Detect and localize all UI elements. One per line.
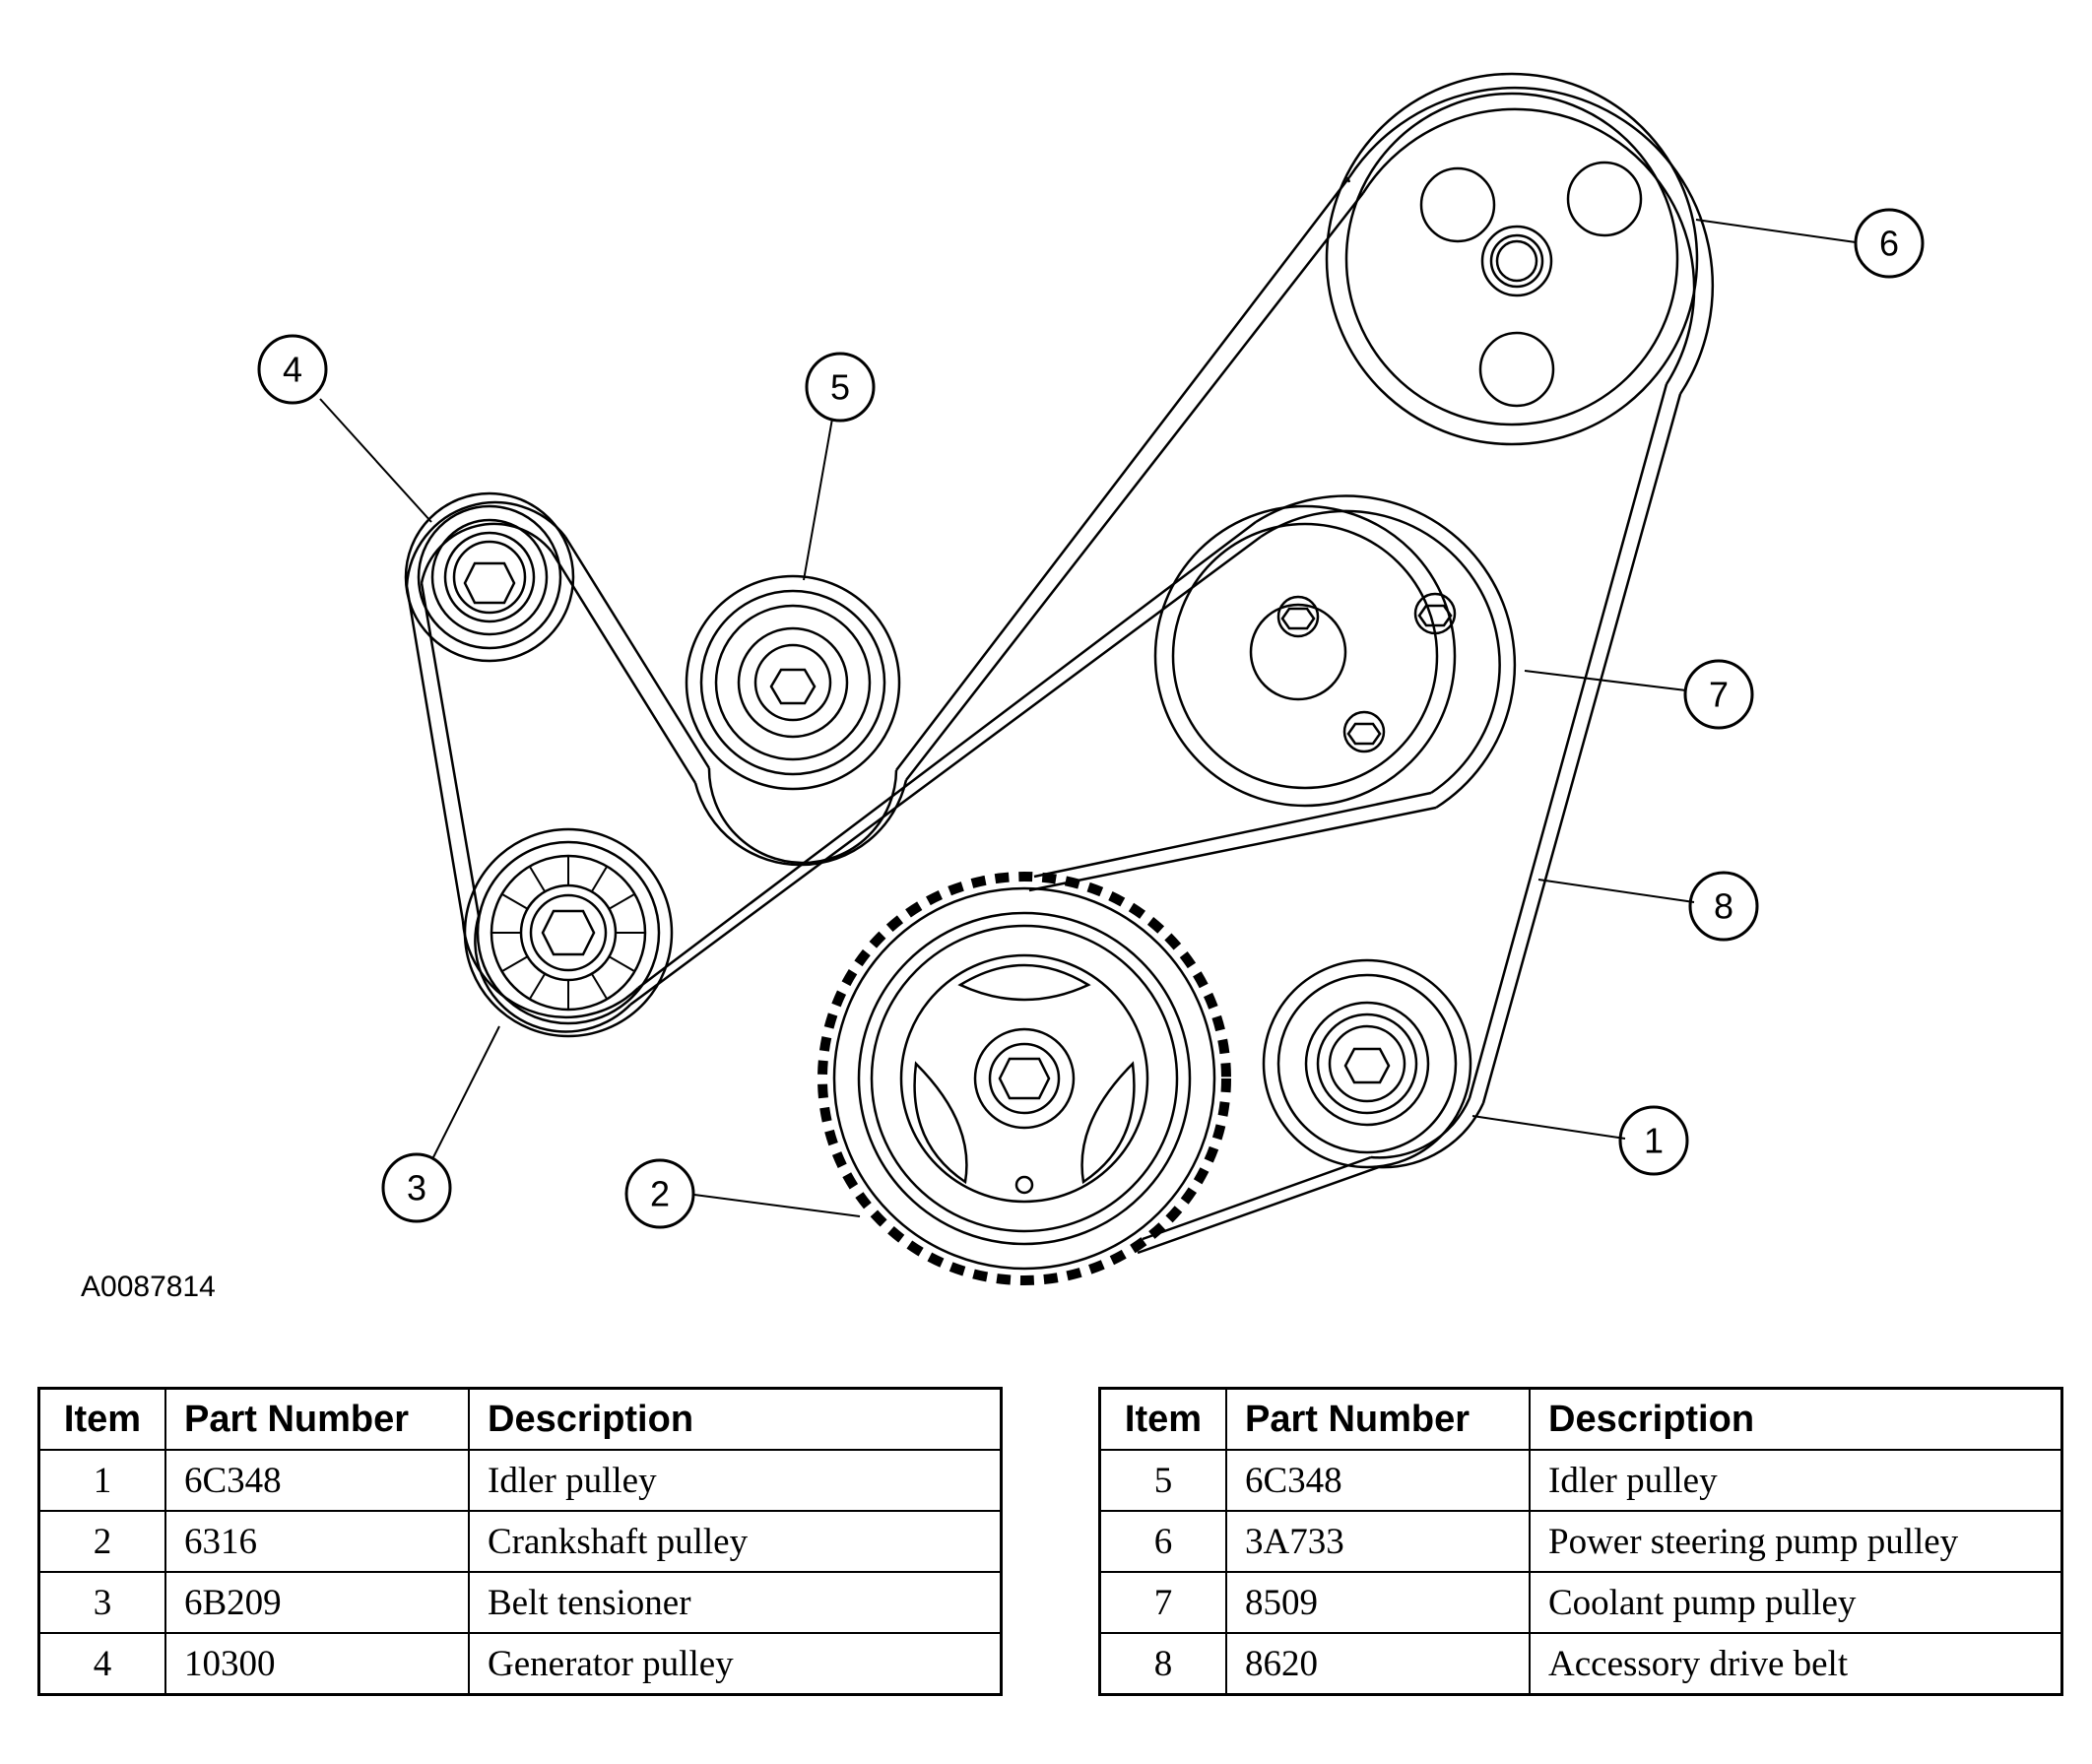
cell-desc: Crankshaft pulley bbox=[468, 1510, 1003, 1573]
cell-item: 8 bbox=[1098, 1632, 1227, 1696]
header-description: Description bbox=[468, 1387, 1003, 1451]
callout-7: 7 bbox=[1709, 675, 1729, 715]
accessory-drive-belt bbox=[405, 86, 1715, 1255]
callout-8: 8 bbox=[1714, 886, 1733, 927]
table-header-row: Item Part Number Description bbox=[1098, 1387, 2063, 1451]
belt-tensioner bbox=[463, 827, 674, 1038]
callout-5: 5 bbox=[830, 367, 850, 408]
cell-desc: Belt tensioner bbox=[468, 1571, 1003, 1634]
callout-6: 6 bbox=[1879, 224, 1899, 264]
coolant-pump-pulley bbox=[1153, 504, 1457, 808]
idler-pulley-upper bbox=[685, 574, 901, 791]
figure-id: A0087814 bbox=[81, 1271, 216, 1303]
generator-pulley bbox=[404, 491, 575, 663]
header-item: Item bbox=[1098, 1387, 1227, 1451]
cell-item: 5 bbox=[1098, 1449, 1227, 1512]
cell-part: 6C348 bbox=[1225, 1449, 1531, 1512]
callout-circles bbox=[257, 208, 1925, 1229]
cell-part: 3A733 bbox=[1225, 1510, 1531, 1573]
cell-item: 2 bbox=[37, 1510, 166, 1573]
cell-part: 6B209 bbox=[164, 1571, 470, 1634]
idler-pulley-lower bbox=[1262, 958, 1472, 1169]
power-steering-pump-pulley bbox=[1325, 72, 1699, 446]
callout-1: 1 bbox=[1644, 1121, 1664, 1161]
cell-part: 8509 bbox=[1225, 1571, 1531, 1634]
cell-item: 7 bbox=[1098, 1571, 1227, 1634]
header-part-number: Part Number bbox=[1225, 1387, 1531, 1451]
cell-part: 10300 bbox=[164, 1632, 470, 1696]
cell-desc: Idler pulley bbox=[468, 1449, 1003, 1512]
cell-part: 8620 bbox=[1225, 1632, 1531, 1696]
crankshaft-pulley bbox=[817, 872, 1231, 1285]
cell-desc: Accessory drive belt bbox=[1529, 1632, 2063, 1696]
cell-part: 6C348 bbox=[164, 1449, 470, 1512]
header-description: Description bbox=[1529, 1387, 2063, 1451]
cell-desc: Generator pulley bbox=[468, 1632, 1003, 1696]
cell-part: 6316 bbox=[164, 1510, 470, 1573]
header-item: Item bbox=[37, 1387, 166, 1451]
header-part-number: Part Number bbox=[164, 1387, 470, 1451]
callout-2: 2 bbox=[650, 1174, 670, 1214]
cell-item: 4 bbox=[37, 1632, 166, 1696]
cell-desc: Coolant pump pulley bbox=[1529, 1571, 2063, 1634]
cell-desc: Idler pulley bbox=[1529, 1449, 2063, 1512]
callout-leaders bbox=[319, 219, 1857, 1217]
callout-3: 3 bbox=[407, 1168, 426, 1209]
cell-item: 6 bbox=[1098, 1510, 1227, 1573]
cell-desc: Power steering pump pulley bbox=[1529, 1510, 2063, 1573]
table-header-row: Item Part Number Description bbox=[37, 1387, 1003, 1451]
callout-4: 4 bbox=[283, 350, 302, 390]
cell-item: 1 bbox=[37, 1449, 166, 1512]
cell-item: 3 bbox=[37, 1571, 166, 1634]
